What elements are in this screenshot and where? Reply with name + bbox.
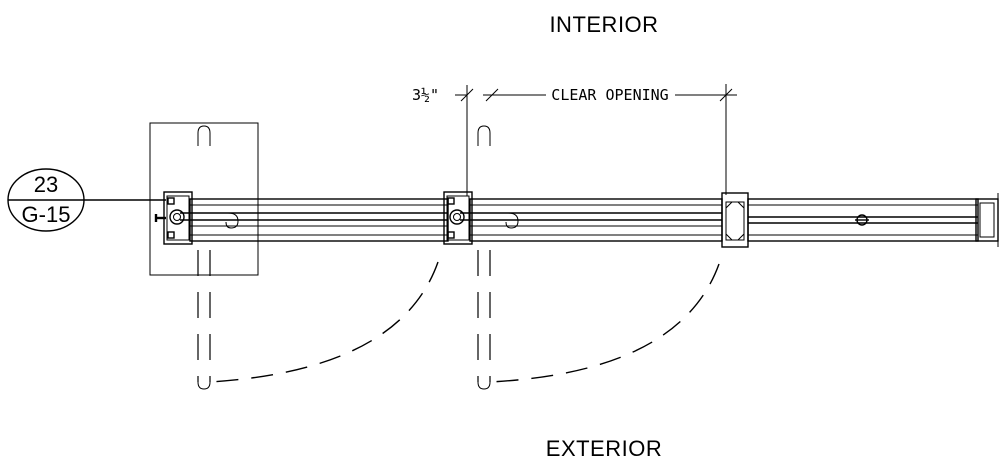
section-callout: 23 G-15	[7, 168, 166, 232]
swing-arc-left	[209, 261, 439, 383]
door-leaf-left-open	[197, 125, 211, 390]
exterior-label: EXTERIOR	[546, 436, 662, 461]
callout-sheet: G-15	[22, 202, 71, 227]
pivot-jamb-middle	[443, 191, 473, 245]
door-panel-middle	[460, 198, 723, 242]
swing-arc-right	[489, 263, 720, 383]
door-leaf-middle-open	[477, 125, 491, 390]
interior-label: INTERIOR	[549, 12, 658, 37]
door-panel-right	[747, 198, 979, 242]
door-panel-left	[180, 198, 449, 242]
pivot-jamb-left	[154, 191, 193, 245]
dimension-string: 3½" CLEAR OPENING	[412, 84, 737, 196]
dimension-left-text: 3½"	[412, 86, 439, 104]
strike-jamb	[721, 192, 749, 248]
end-jamb-right	[975, 193, 999, 247]
callout-number: 23	[34, 172, 58, 197]
dimension-main-text: CLEAR OPENING	[551, 86, 668, 104]
